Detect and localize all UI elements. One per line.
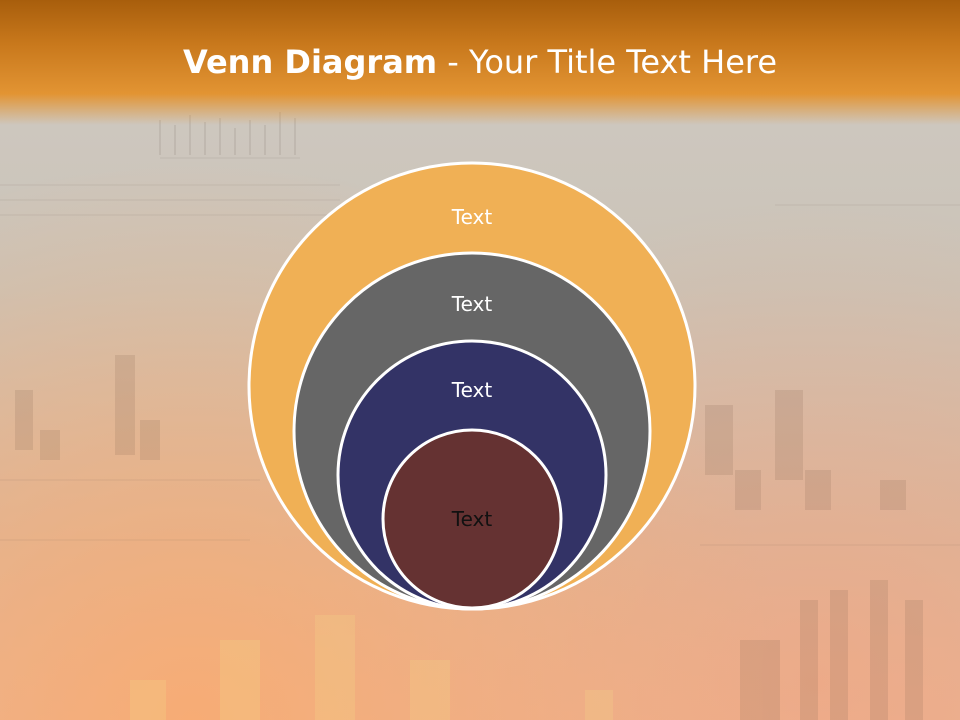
title-banner — [0, 0, 960, 125]
venn-label-second: Text — [451, 292, 493, 316]
title-bold-part: Venn Diagram — [182, 43, 438, 81]
title-rest: - Your Title Text Here — [437, 43, 778, 81]
venn-label-outer: Text — [451, 205, 493, 229]
venn-label-third: Text — [451, 378, 493, 402]
venn-label-inner: Text — [451, 507, 493, 531]
venn-circle-inner — [381, 428, 563, 610]
slide-title: Venn Diagram - Your Title Text Here — [0, 38, 960, 86]
